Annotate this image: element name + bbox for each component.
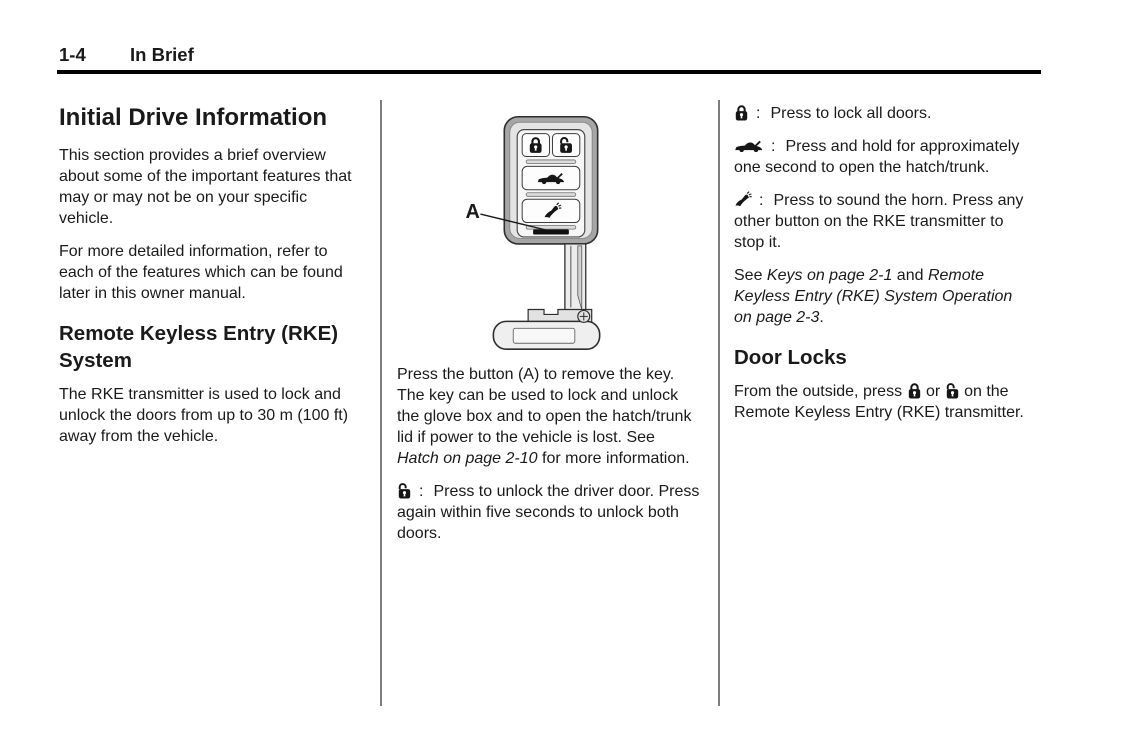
right-column: :Press to lock all doors. :Press and hol… [734,100,1032,435]
horn-button [521,198,581,224]
rke-transmitter-figure: A [397,100,700,358]
rke-system-para: The RKE transmitter is used to lock and … [59,386,349,445]
paragraph-text: or [921,383,945,400]
key-base [492,308,601,351]
page-reference: Hatch on page 2-10 [397,450,538,467]
paragraph-text: on the Remote Keyless Entry (RKE) transm… [734,383,1024,421]
column-divider-left [380,100,382,706]
paragraph-text: Press to lock all doors. [770,105,932,122]
paragraph-text: . [819,309,824,326]
separator: : [759,192,764,209]
see-references-para: See Keys on page 2-1 and Remote Keyless … [734,265,1032,328]
unlock-button [551,133,581,157]
unlock-icon [397,482,412,499]
initial-drive-heading: Initial Drive Information [59,104,328,131]
paragraph-text: Press the button (A) to remove the key. … [397,366,692,446]
lock-icon [734,104,749,121]
button-separator [525,192,577,197]
paragraph-text: See [734,267,767,284]
column-divider-right [718,100,720,706]
key-blade [564,243,587,328]
rke-transmitter-illustration: A [466,115,601,351]
lock-instruction: : Press to lock all doors. [734,103,1032,124]
paragraph-text: Press to unlock the driver door. Press a… [397,483,700,542]
key-removal-para: Press the button (A) to remove the key. … [397,364,700,469]
paragraph-text: for more information. [537,450,690,467]
paragraph-text: Press and hold for approximately one sec… [734,138,1020,176]
middle-column: A Press the button (A) to remove the key… [397,100,700,556]
unlock-instruction: :Press to unlock the driver door. Press … [397,481,700,544]
callout-leader-line [480,213,547,231]
separator: : [756,105,761,122]
initial-drive-para-2: For more detailed information, refer to … [59,243,343,302]
lock-icon [907,382,921,399]
door-locks-heading: Door Locks [734,346,847,369]
unlock-icon [945,382,959,399]
paragraph-text: From the outside, press [734,383,907,400]
header-rule [57,70,1041,74]
key-release-button [533,229,569,235]
section-title: In Brief [130,44,194,65]
hatch-instruction: :Press and hold for approximately one se… [734,136,1032,178]
page-number: 1-4 [59,44,86,65]
separator: : [771,138,776,155]
page-reference: Keys on page 2-1 [766,267,893,284]
initial-drive-para-1: This section provides a brief overview a… [59,147,352,227]
paragraph-text: Press to sound the horn. Press any other… [734,192,1024,251]
hatch-open-icon [735,140,763,152]
separator: : [419,483,424,500]
page-header: 1-4 In Brief [59,44,194,66]
button-separator [525,159,577,164]
lock-button [521,133,550,157]
door-locks-para: From the outside, press or on the Remote… [734,381,1032,423]
left-column: Initial Drive Information This section p… [59,100,362,459]
hatch-button [521,165,581,191]
callout-label-a: A [466,201,480,223]
rke-system-heading: Remote Keyless Entry (RKE) System [59,322,339,372]
horn-icon [734,191,753,207]
horn-instruction: :Press to sound the horn. Press any othe… [734,190,1032,253]
page-reference: Remote Keyless Entry (RKE) System Operat… [734,267,1013,326]
paragraph-text: and [892,267,928,284]
